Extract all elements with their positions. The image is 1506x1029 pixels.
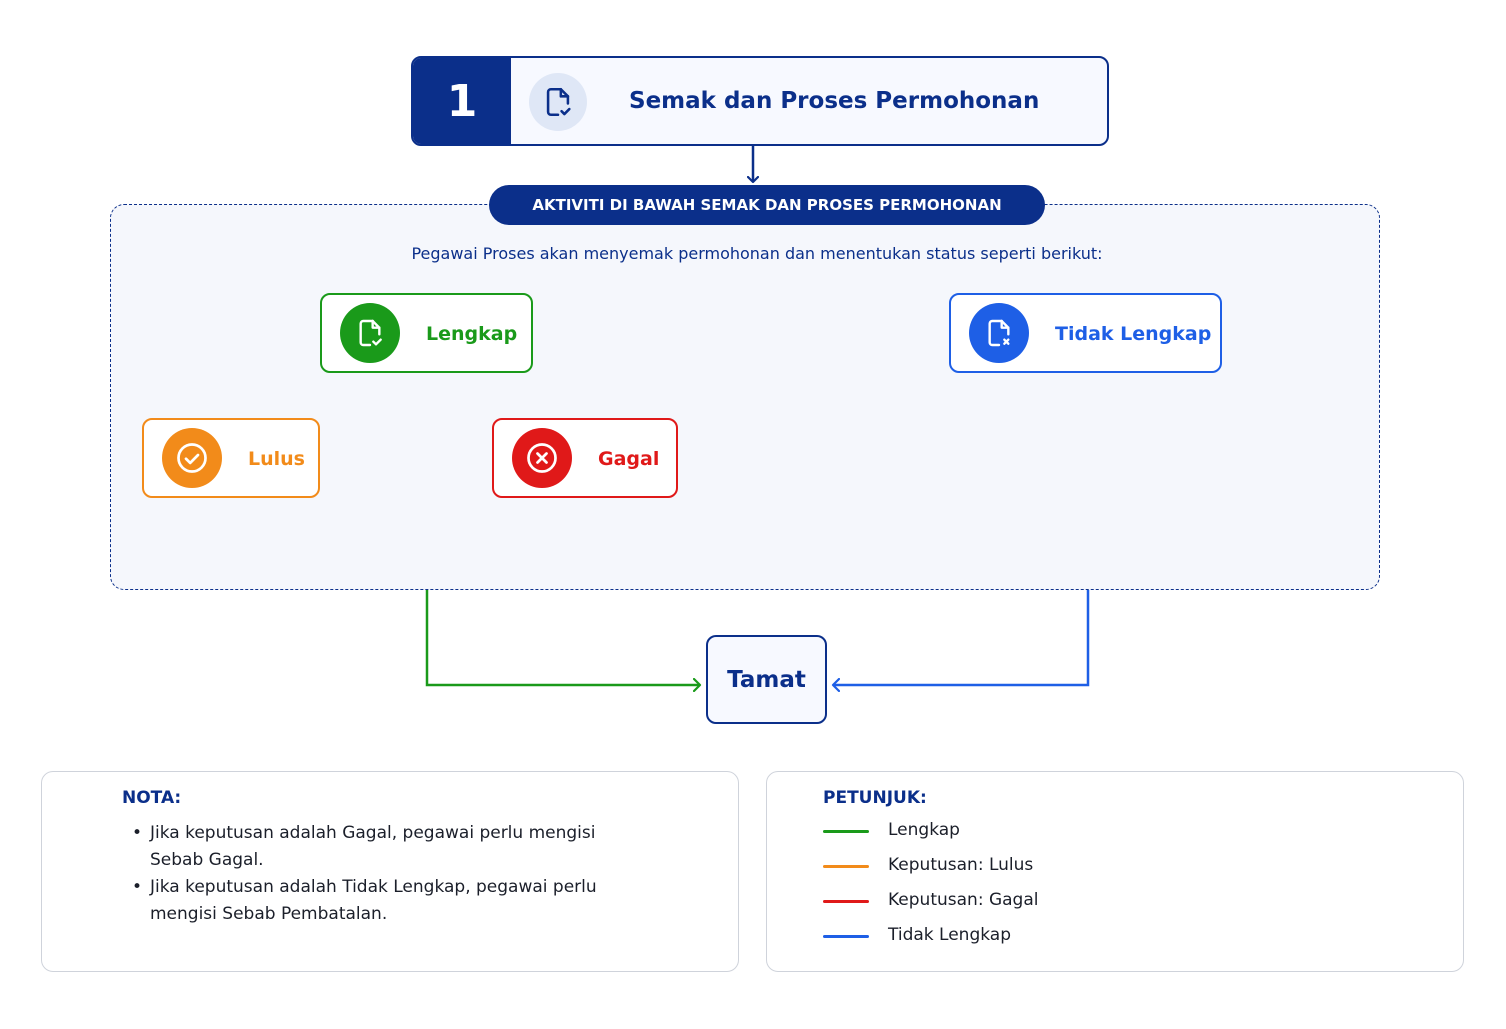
node-gagal: Gagal [492,418,678,498]
step-number: 1 [413,58,511,144]
step-header: 1 Semak dan Proses Permohonan [411,56,1109,146]
legend-swatch [823,865,869,868]
file-x-icon [969,303,1029,363]
legend-label: Keputusan: Lulus [888,855,1034,875]
activity-panel [110,204,1380,590]
list-item: Jika keputusan adalah Gagal, pegawai per… [130,820,650,874]
legend-label: Keputusan: Gagal [888,890,1039,910]
node-tidak-lengkap: Tidak Lengkap [949,293,1222,373]
list-item: Jika keputusan adalah Tidak Lengkap, peg… [130,874,650,928]
node-tidak-lengkap-label: Tidak Lengkap [1055,323,1212,345]
legend-swatch [823,830,869,833]
legend-swatch [823,935,869,938]
activity-description: Pegawai Proses akan menyemak permohonan … [411,244,1103,263]
legend-label: Tidak Lengkap [888,925,1011,945]
nota-title: NOTA: [122,788,182,808]
nota-list: Jika keputusan adalah Gagal, pegawai per… [130,820,650,928]
node-gagal-label: Gagal [598,448,660,470]
node-lengkap: Lengkap [320,293,533,373]
node-lulus-label: Lulus [248,448,305,470]
node-lulus: Lulus [142,418,320,498]
file-check-icon [340,303,400,363]
check-circle-icon [162,428,222,488]
legend-label: Lengkap [888,820,960,840]
activity-badge: AKTIVITI DI BAWAH SEMAK DAN PROSES PERMO… [489,185,1045,225]
step-title: Semak dan Proses Permohonan [629,88,1040,114]
nota-card: NOTA: Jika keputusan adalah Gagal, pegaw… [41,771,739,972]
petunjuk-card: PETUNJUK: Lengkap Keputusan: Lulus Keput… [766,771,1464,972]
connector-to-tamat-green [425,546,700,685]
node-lengkap-label: Lengkap [426,323,518,345]
petunjuk-title: PETUNJUK: [823,788,927,808]
file-check-icon [529,73,587,131]
legend-swatch [823,900,869,903]
x-circle-icon [512,428,572,488]
node-tamat: Tamat [706,635,827,724]
